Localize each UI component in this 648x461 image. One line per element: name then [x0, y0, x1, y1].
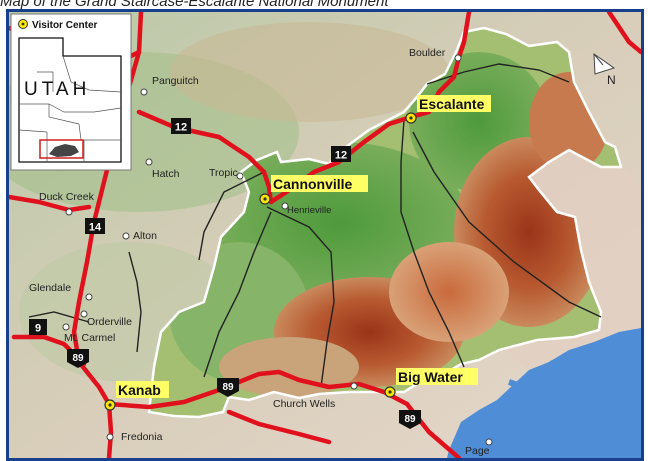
route-shield-12b: 12 — [331, 146, 351, 162]
svg-text:14: 14 — [89, 222, 102, 234]
svg-text:9: 9 — [35, 323, 41, 335]
route-shield-89c: 89 — [399, 410, 421, 429]
map-canvas: N Boulder Panguitch Hatch Tropic Henriev… — [9, 12, 641, 458]
inset-locator-box — [39, 139, 84, 159]
legend-inset: Visitor Center UTAH — [10, 13, 132, 171]
town-henrieville: Henrieville — [287, 205, 331, 216]
town-hatch: Hatch — [152, 168, 180, 180]
map-caption: Map of the Grand Staircase-Escalante Nat… — [0, 0, 389, 10]
svg-text:Cannonville: Cannonville — [273, 176, 353, 192]
town-glendale: Glendale — [29, 282, 71, 294]
route-shield-89b: 89 — [217, 378, 239, 397]
route-shield-89a: 89 — [67, 349, 89, 368]
town-duck-creek: Duck Creek — [39, 191, 95, 203]
town-fredonia: Fredonia — [121, 431, 163, 443]
utah-label: UTAH — [24, 79, 90, 100]
svg-text:89: 89 — [72, 353, 84, 364]
town-mt-carmel: Mt. Carmel — [64, 332, 115, 344]
utah-outline — [18, 37, 122, 163]
north-arrow — [593, 53, 616, 75]
town-panguitch: Panguitch — [152, 75, 199, 87]
visitor-center-kanab[interactable]: Kanab — [104, 381, 169, 411]
unpaved-roads — [28, 63, 602, 388]
town-alton: Alton — [133, 230, 157, 242]
visitor-center-big-water[interactable]: Big Water — [384, 368, 478, 398]
svg-text:Big Water: Big Water — [398, 369, 463, 385]
svg-text:89: 89 — [404, 414, 416, 425]
monument-map[interactable]: N Boulder Panguitch Hatch Tropic Henriev… — [6, 9, 644, 461]
visitor-center-escalante[interactable]: Escalante — [405, 95, 491, 124]
svg-text:Escalante: Escalante — [419, 96, 485, 112]
lake-powell — [447, 328, 641, 458]
svg-text:Kanab: Kanab — [118, 382, 161, 398]
town-boulder: Boulder — [409, 47, 446, 59]
town-page: Page — [465, 445, 490, 457]
route-shield-14: 14 — [85, 218, 105, 234]
svg-text:12: 12 — [175, 122, 187, 134]
town-orderville: Orderville — [87, 316, 132, 328]
town-markers — [62, 54, 493, 446]
route-shield-9: 9 — [29, 319, 47, 335]
route-shield-12a: 12 — [171, 118, 191, 134]
north-label: N — [607, 73, 616, 87]
svg-text:89: 89 — [222, 382, 234, 393]
town-church-wells: Church Wells — [273, 398, 335, 410]
visitor-center-cannonville[interactable]: Cannonville — [259, 175, 368, 205]
svg-text:12: 12 — [335, 150, 347, 162]
legend-visitor-center-label: Visitor Center — [32, 20, 97, 31]
town-tropic: Tropic — [209, 167, 238, 179]
